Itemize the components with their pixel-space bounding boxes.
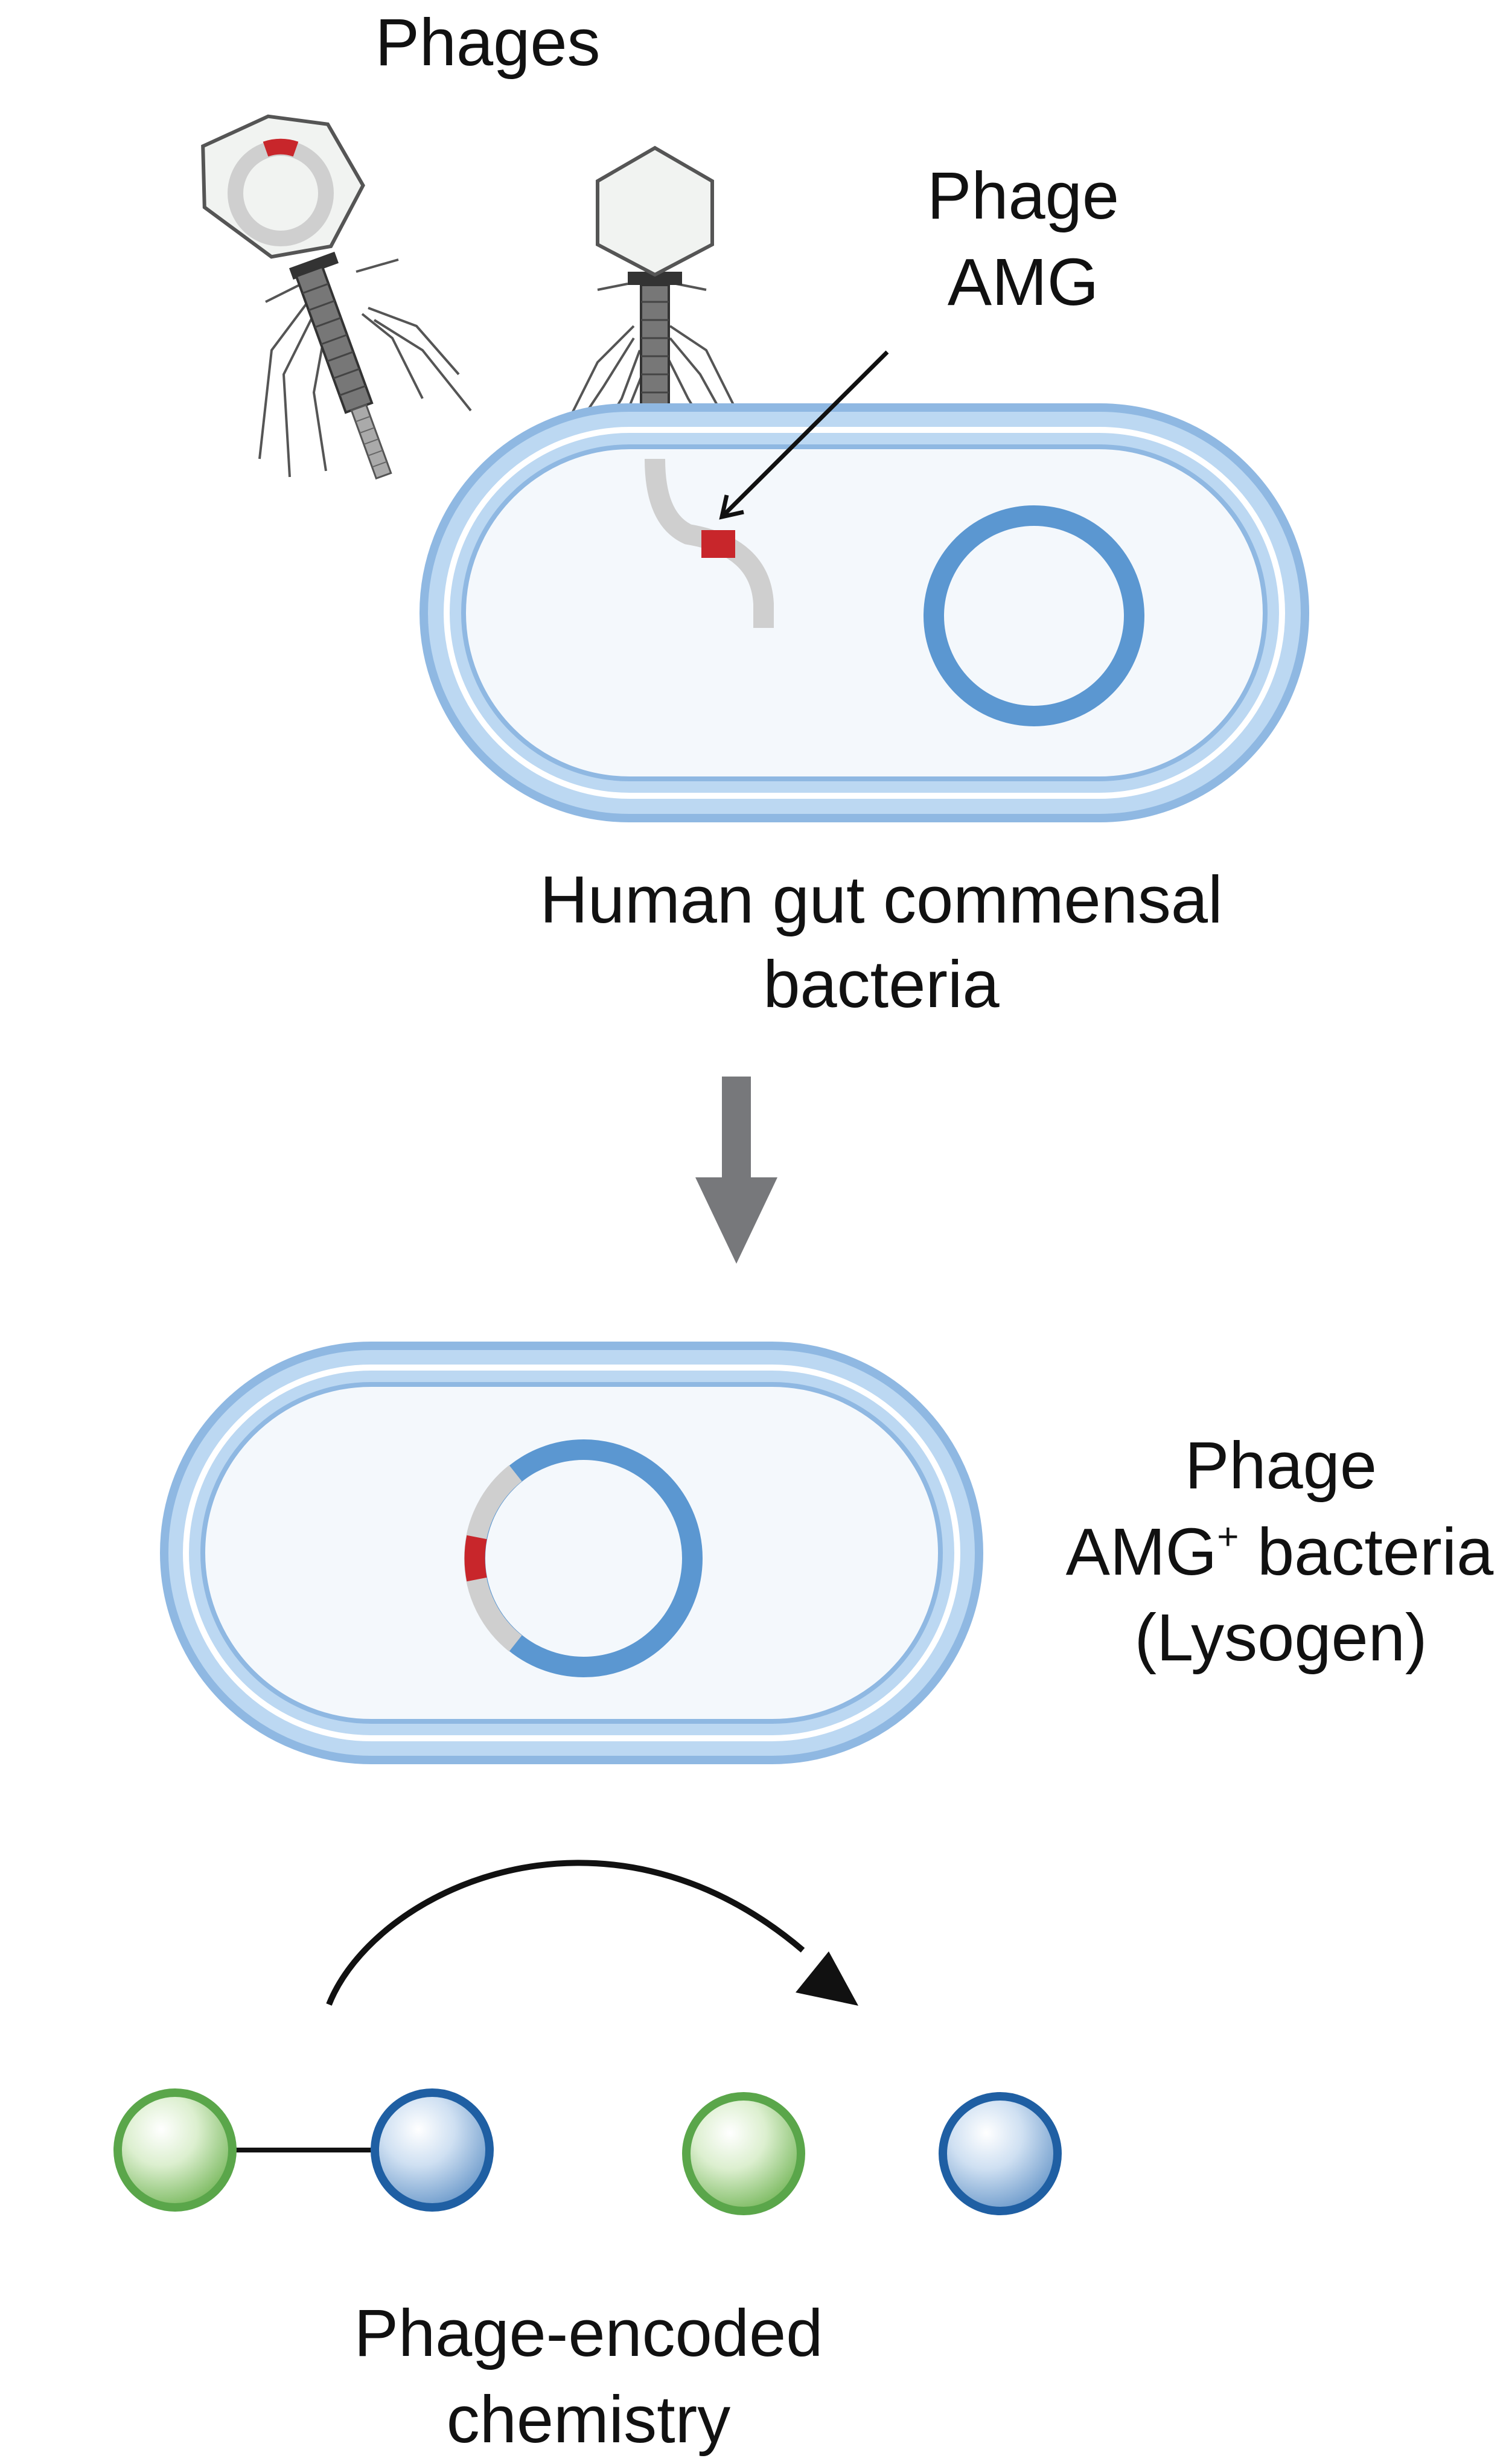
down-arrow-icon [695,1077,777,1264]
host-bacterium [424,408,1305,818]
label-lysogen-line2: AMG+ bacteria [1066,1515,1495,1589]
label-lysogen-line1: Phage [1185,1429,1377,1503]
label-host-line1: Human gut commensal [540,863,1222,937]
substrate-green-sphere [118,2093,232,2207]
label-lysogen-plus: + [1217,1516,1239,1558]
label-chemistry-line1: Phage-encoded [354,2296,823,2370]
label-chemistry-line2: chemistry [447,2382,731,2457]
label-lysogen-amg: AMG [1066,1515,1217,1589]
substrate-blue-sphere [375,2093,490,2207]
phage-with-genome-icon [191,102,471,481]
curved-arrow-icon [329,1863,803,2005]
product-blue-sphere [943,2096,1058,2211]
product-green-sphere [686,2096,801,2211]
label-phage-amg-line1: Phage [927,159,1119,233]
label-phages: Phages [375,5,600,80]
amg-gene-segment [701,530,735,558]
label-phage-amg-line2: AMG [948,245,1099,319]
curved-arrow-head [796,1951,858,2006]
label-lysogen-line3: (Lysogen) [1134,1601,1427,1675]
label-lysogen-bacteria: bacteria [1239,1515,1494,1589]
label-host-line2: bacteria [763,947,1000,1022]
lysogen-bacterium [164,1346,979,1760]
